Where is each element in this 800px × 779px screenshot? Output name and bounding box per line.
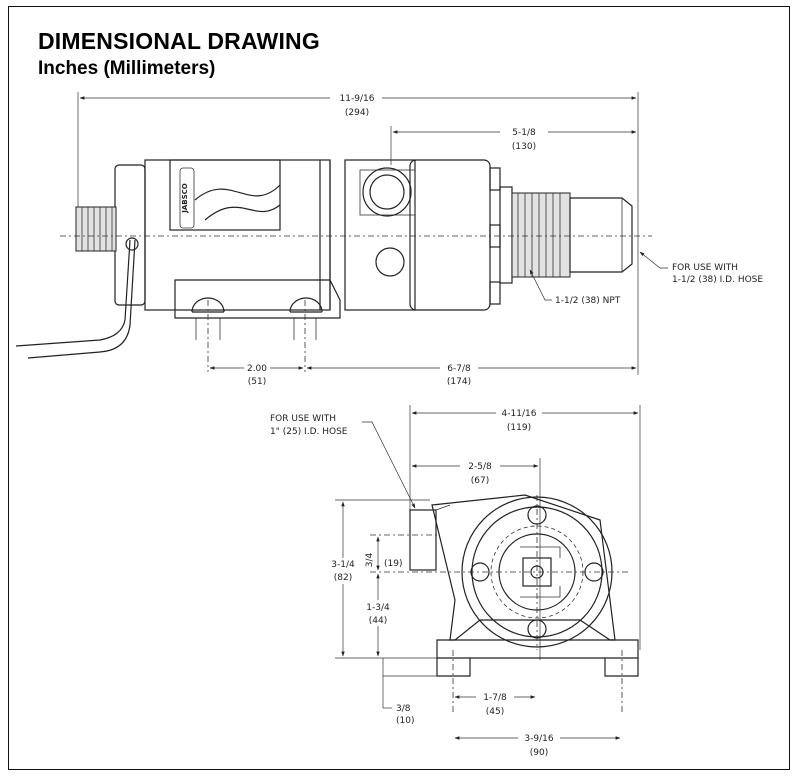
mounting-base [174,279,341,319]
head-bolt-3 [489,281,501,305]
dim-overall-width-metric: (119) [507,423,531,433]
dim-foot-hole-spacing-metric: (90) [530,748,548,758]
inlet-port-circle [362,167,412,217]
dim-foot-spacing: 2.00 [247,364,267,374]
end-base [436,619,639,659]
end-view: 4-11/16 (119) 2-5/8 (67) FOR USE WITH 1"… [270,405,641,758]
dim-inlet-offset: 2-5/8 [468,462,492,472]
callout-outlet-hose-line2: 1-1/2 (38) I.D. HOSE [672,275,763,285]
callout-outlet-hose-line1: FOR USE WITH [672,263,738,273]
lead-wire-1 [15,239,131,347]
dim-inlet-to-center: 3/4 [365,552,375,567]
motor-housing [144,159,331,311]
inlet-port-end [409,509,437,571]
motor-end-cap [114,164,146,306]
head-bolt-1 [489,167,501,191]
pump-head-body [344,159,416,311]
dim-foot-thickness: 3/8 [396,704,411,714]
lead-wire-2 [27,239,136,359]
dim-overall-height: 3-1/4 [331,560,355,570]
cable-gland [75,206,117,252]
drawing-title: DIMENSIONAL DRAWING [38,28,320,54]
drain-plug [375,247,405,277]
brand-mark: JABSCO [181,183,189,214]
dim-overall-length: 11-9/16 [340,94,375,104]
dim-head-to-end-metric: (130) [512,142,536,152]
foot-bolt-1 [191,297,225,313]
end-feet [436,658,639,677]
drawing-subtitle: Inches (Millimeters) [38,58,216,79]
callout-thread: 1-1/2 (38) NPT [555,296,621,306]
dim-center-height: 1-3/4 [366,603,390,613]
dim-foot-spacing-metric: (51) [248,377,266,387]
dim-foot-to-end: 6-7/8 [447,364,471,374]
dim-foot-thickness-metric: (10) [396,716,414,726]
dim-overall-length-metric: (294) [345,108,369,118]
dim-foot-hole-spacing: 3-9/16 [524,734,553,744]
dim-overall-height-metric: (82) [334,573,352,583]
dim-overall-width: 4-11/16 [502,409,537,419]
motor-label-panel [169,159,281,231]
dim-inlet-offset-metric: (67) [471,476,489,486]
dim-center-to-foot-hole-metric: (45) [486,707,504,717]
dim-center-to-foot-hole: 1-7/8 [483,693,507,703]
brand-badge [179,167,195,229]
dim-center-height-metric: (44) [369,616,387,626]
dim-foot-to-end-metric: (174) [447,377,471,387]
callout-inlet-hose-line1: FOR USE WITH [270,414,336,424]
outlet-hose-barb [569,197,633,273]
side-view: 11-9/16 (294) 5-1/8 (130) JABSCO [15,92,763,387]
callout-inlet-hose-line2: 1" (25) I.D. HOSE [270,427,348,437]
outlet-threads [511,192,571,278]
foot-bolt-2 [289,297,323,313]
dim-head-to-end: 5-1/8 [512,128,536,138]
outlet-flange [499,186,513,284]
dim-inlet-to-center-metric: (19) [384,559,402,569]
shaft-hex [522,557,552,587]
pump-head-cover [409,159,491,311]
